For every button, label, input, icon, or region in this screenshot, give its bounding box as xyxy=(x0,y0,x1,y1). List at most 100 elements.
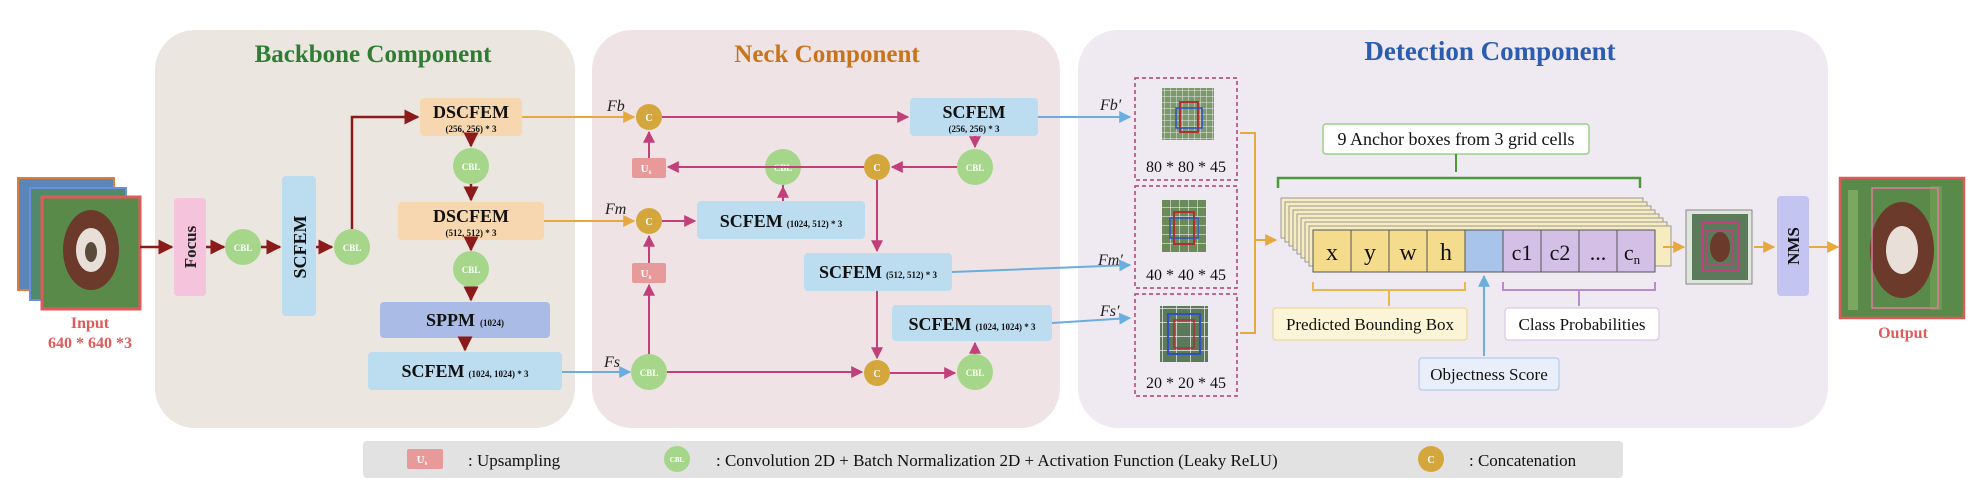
sppm-label: SPPM(1024) xyxy=(426,310,504,330)
cell-c1 xyxy=(1502,229,1542,273)
cell-ellipsis xyxy=(1578,229,1618,273)
svg-text:...: ... xyxy=(1590,240,1607,265)
svg-text:SCFEM: SCFEM xyxy=(943,102,1006,122)
cell-objectness xyxy=(1464,229,1504,273)
svg-text:40 * 40 * 45: 40 * 40 * 45 xyxy=(1146,267,1226,284)
svg-text:CBL: CBL xyxy=(670,456,685,464)
svg-text:CBL: CBL xyxy=(234,243,253,253)
cell-cn xyxy=(1616,229,1656,273)
concat-node: C xyxy=(864,154,890,180)
concat-node: C xyxy=(636,104,662,130)
svg-text:SCFEM(1024, 512) * 3: SCFEM(1024, 512) * 3 xyxy=(720,211,843,231)
svg-text:C: C xyxy=(645,217,652,228)
legend-upsample-text: : Upsampling xyxy=(468,451,561,470)
concat-node: C xyxy=(636,208,662,234)
neck-title: Neck Component xyxy=(734,41,920,68)
dscfem-block-1 xyxy=(420,98,522,136)
upsample-node: Us xyxy=(632,158,666,178)
svg-text:20 * 20 * 45: 20 * 20 * 45 xyxy=(1146,375,1226,392)
svg-text:(256, 256) * 3: (256, 256) * 3 xyxy=(949,124,1000,134)
cell-y xyxy=(1350,229,1390,273)
objectness-label-box xyxy=(1418,357,1560,391)
svg-text:x: x xyxy=(1326,240,1338,266)
detection-title: Detection Component xyxy=(1364,36,1615,66)
svg-text:C: C xyxy=(873,163,880,174)
cell-w xyxy=(1388,229,1428,273)
legend-upsample-icon: Us xyxy=(407,449,443,469)
anchor-label: 9 Anchor boxes from 3 grid cells xyxy=(1338,129,1575,149)
fm-prime-label: Fm′ xyxy=(1097,252,1123,269)
svg-text:CBL: CBL xyxy=(462,265,481,275)
detection-preview-image xyxy=(1685,209,1753,285)
grid-output-20 xyxy=(1134,293,1238,397)
scfem-block-neck-mid-right xyxy=(804,253,952,291)
cbl-node: CBL xyxy=(225,229,261,265)
scfem-block-neck-top xyxy=(910,98,1038,136)
legend-cbl-text: : Convolution 2D + Batch Normalization 2… xyxy=(716,451,1278,470)
svg-text:CBL: CBL xyxy=(462,162,481,172)
fb-prime-label: Fb′ xyxy=(1099,97,1122,114)
svg-text:Us: Us xyxy=(417,454,428,467)
svg-text:80 * 80 * 45: 80 * 80 * 45 xyxy=(1146,159,1226,176)
input-image-stack xyxy=(17,177,142,311)
legend-concat-icon: C xyxy=(1418,446,1444,472)
scfem-block-neck-bottom xyxy=(892,305,1052,341)
class-label-box xyxy=(1504,307,1660,341)
dscfem-block-2 xyxy=(398,202,544,240)
svg-text:CBL: CBL xyxy=(640,368,659,378)
svg-text:Predicted Bounding Box: Predicted Bounding Box xyxy=(1286,315,1455,334)
svg-text:(512, 512) * 3: (512, 512) * 3 xyxy=(446,228,497,238)
svg-text:SCFEM(1024, 1024) * 3: SCFEM(1024, 1024) * 3 xyxy=(909,314,1036,334)
cbl-node: CBL xyxy=(453,148,489,184)
svg-text:CBL: CBL xyxy=(966,163,985,173)
svg-text:DSCFEM: DSCFEM xyxy=(433,206,509,226)
svg-text:cn: cn xyxy=(1624,240,1641,267)
legend-concat-text: : Concatenation xyxy=(1469,451,1577,470)
nms-label: NMS xyxy=(1784,227,1803,265)
prediction-vector: x y w h c1 c2 ... cn xyxy=(1312,229,1656,273)
svg-text:c2: c2 xyxy=(1550,240,1571,265)
svg-text:h: h xyxy=(1440,240,1452,266)
svg-text:CBL: CBL xyxy=(966,368,985,378)
cbl-node: CBL xyxy=(631,354,667,390)
input-size: 640 * 640 *3 xyxy=(48,335,132,352)
svg-text:DSCFEM: DSCFEM xyxy=(433,102,509,122)
cell-c2 xyxy=(1540,229,1580,273)
legend-cbl-icon: CBL xyxy=(664,446,690,472)
focus-block xyxy=(174,198,206,296)
svg-text:SCFEM(512, 512) * 3: SCFEM(512, 512) * 3 xyxy=(819,262,937,282)
svg-text:c1: c1 xyxy=(1512,240,1533,265)
output-label: Output xyxy=(1878,325,1928,342)
cbl-node: CBL xyxy=(453,251,489,287)
fb-label: Fb xyxy=(606,98,625,115)
svg-text:C: C xyxy=(873,369,880,380)
focus-label: Focus xyxy=(181,225,200,268)
svg-text:CBL: CBL xyxy=(343,243,362,253)
cbl-node: CBL xyxy=(334,229,370,265)
svg-text:C: C xyxy=(645,113,652,124)
svg-text:Objectness Score: Objectness Score xyxy=(1430,365,1548,384)
upsample-node: Us xyxy=(632,263,666,283)
grid-output-80 xyxy=(1134,77,1238,181)
scfem-vertical-label: SCFEM xyxy=(290,215,310,278)
bbox-label-box xyxy=(1272,307,1468,341)
svg-text:Class Probabilities: Class Probabilities xyxy=(1518,315,1645,334)
scfem-block-backbone xyxy=(368,352,562,390)
output-image xyxy=(1838,176,1966,320)
cbl-node: CBL xyxy=(957,354,993,390)
concat-node: C xyxy=(864,360,890,386)
grid-output-40 xyxy=(1134,185,1238,289)
svg-text:w: w xyxy=(1399,240,1417,266)
backbone-title: Backbone Component xyxy=(255,41,493,68)
fs-label: Fs xyxy=(603,354,620,371)
scfem-vertical-block xyxy=(282,176,316,316)
svg-text:(256, 256) * 3: (256, 256) * 3 xyxy=(446,124,497,134)
input-label: Input xyxy=(71,315,110,332)
scfem-block-neck-mid-left xyxy=(697,201,865,239)
cbl-node: CBL xyxy=(957,149,993,185)
nms-block xyxy=(1777,196,1809,296)
sppm-block xyxy=(380,302,550,338)
fs-prime-label: Fs′ xyxy=(1099,303,1120,320)
svg-text:y: y xyxy=(1364,240,1376,266)
